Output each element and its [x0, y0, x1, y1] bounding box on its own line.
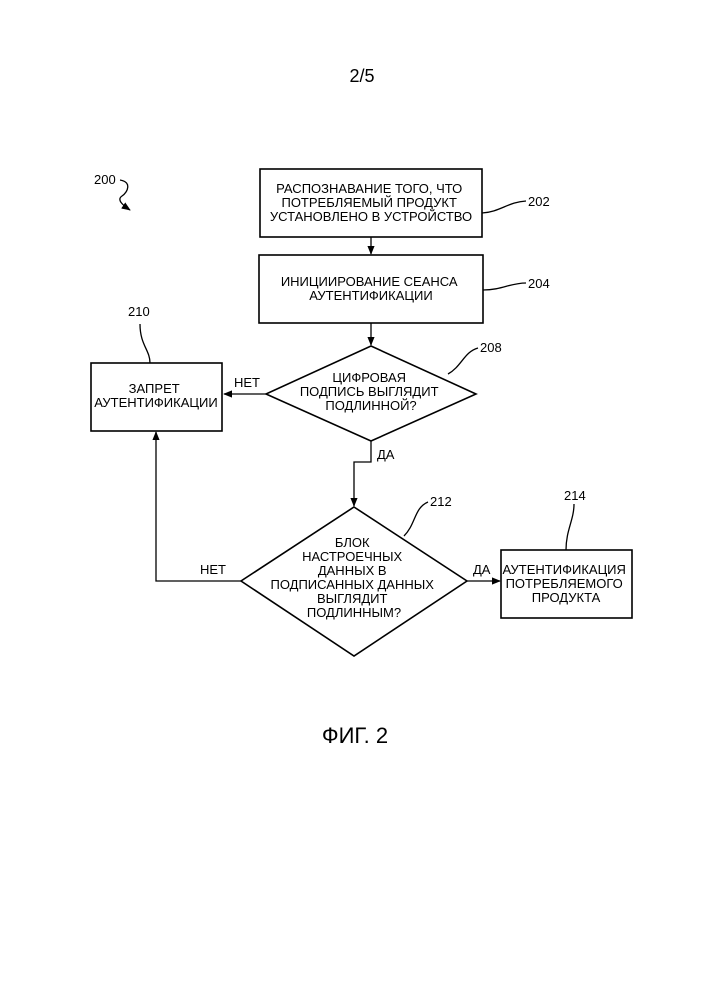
- ref-212: 212: [430, 494, 452, 509]
- step-214-line: ПОТРЕБЛЯЕМОГО: [506, 576, 623, 591]
- edge-label-212-no: НЕТ: [200, 562, 226, 577]
- edge-label-208-yes: ДА: [377, 447, 395, 462]
- ref-214: 214: [564, 488, 586, 503]
- edge-label-212-yes: ДА: [473, 562, 491, 577]
- ref-204: 204: [528, 276, 550, 291]
- ref-208: 208: [480, 340, 502, 355]
- step-202-label: РАСПОЗНАВАНИЕ ТОГО, ЧТО ПОТРЕБЛЯЕМЫЙ ПРО…: [270, 181, 472, 224]
- arrow-212-to-210: [156, 432, 241, 581]
- decision-212-line: ДАННЫХ В: [318, 563, 387, 578]
- decision-208-line: ЦИФРОВАЯ: [332, 370, 406, 385]
- decision-208-line: ПОДЛИННОЙ?: [325, 398, 416, 413]
- arrow-208-to-212: [354, 441, 371, 506]
- ref-212-leader: [404, 502, 428, 536]
- ref-214-leader: [566, 504, 574, 550]
- step-204-line: ИНИЦИИРОВАНИЕ СЕАНСА: [281, 274, 458, 289]
- step-214-line: ПРОДУКТА: [532, 590, 601, 605]
- step-204-line: АУТЕНТИФИКАЦИИ: [309, 288, 432, 303]
- ref-204-leader: [483, 283, 526, 290]
- decision-212-line: ПОДЛИННЫМ?: [307, 605, 401, 620]
- step-210-line: ЗАПРЕТ: [129, 381, 180, 396]
- ref-208-leader: [448, 348, 478, 374]
- decision-212-line: ВЫГЛЯДИТ: [317, 591, 388, 606]
- figure-caption: ФИГ. 2: [322, 723, 388, 748]
- step-202-line: РАСПОЗНАВАНИЕ ТОГО, ЧТО: [276, 181, 462, 196]
- figure-ref-200-arrow: [120, 180, 130, 210]
- figure-ref-200: 200: [94, 172, 116, 187]
- step-210-line: АУТЕНТИФИКАЦИИ: [94, 395, 217, 410]
- page-number: 2/5: [349, 66, 374, 86]
- decision-212-line: НАСТРОЕЧНЫХ: [302, 549, 402, 564]
- ref-202-leader: [482, 201, 526, 213]
- ref-210: 210: [128, 304, 150, 319]
- edge-label-208-no: НЕТ: [234, 375, 260, 390]
- decision-208-line: ПОДПИСЬ ВЫГЛЯДИТ: [300, 384, 439, 399]
- decision-212-line: БЛОК: [335, 535, 370, 550]
- ref-202: 202: [528, 194, 550, 209]
- decision-212-line: ПОДПИСАННЫХ ДАННЫХ: [270, 577, 434, 592]
- ref-210-leader: [140, 324, 150, 363]
- step-202-line: УСТАНОВЛЕНО В УСТРОЙСТВО: [270, 209, 472, 224]
- step-214-line: АУТЕНТИФИКАЦИЯ: [502, 562, 625, 577]
- step-202-line: ПОТРЕБЛЯЕМЫЙ ПРОДУКТ: [281, 195, 456, 210]
